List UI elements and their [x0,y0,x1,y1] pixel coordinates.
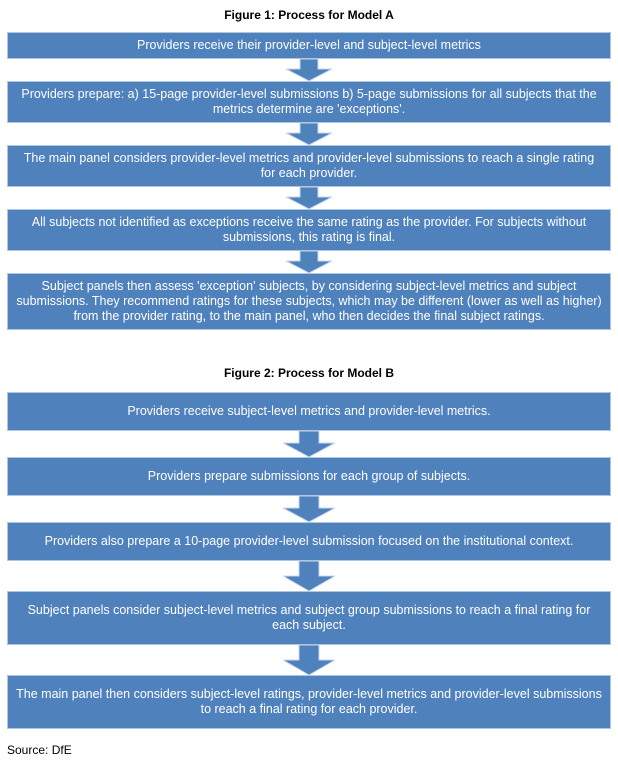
down-arrow-icon [7,59,611,81]
figure2-step-4: Subject panels consider subject-level me… [7,591,611,645]
figure2-step-2: Providers prepare submissions for each g… [7,457,611,496]
figure2-title: Figure 2: Process for Model B [223,366,395,380]
down-arrow-icon [7,187,611,209]
figure2-step-1: Providers receive subject-level metrics … [7,392,611,431]
down-arrow-icon [7,251,611,273]
figure1-flowchart: Providers receive their provider-level a… [7,32,611,330]
down-arrow-icon [7,123,611,145]
figure1-step-4: All subjects not identified as exception… [7,209,611,251]
figure1-step-5: Subject panels then assess 'exception' s… [7,273,611,330]
figure2-flowchart: Providers receive subject-level metrics … [7,392,611,729]
down-arrow-icon [7,496,611,522]
down-arrow-icon [7,561,611,591]
down-arrow-icon [7,431,611,457]
figure1-step-1: Providers receive their provider-level a… [7,32,611,59]
figure2-step-3: Providers also prepare a 10-page provide… [7,522,611,561]
source-note: Source: DfE [7,743,72,757]
figure2-step-5: The main panel then considers subject-le… [7,675,611,729]
figure1-title: Figure 1: Process for Model A [224,8,394,22]
figure1-step-2: Providers prepare: a) 15-page provider-l… [7,81,611,123]
figure1-step-3: The main panel considers provider-level … [7,145,611,187]
down-arrow-icon [7,645,611,675]
